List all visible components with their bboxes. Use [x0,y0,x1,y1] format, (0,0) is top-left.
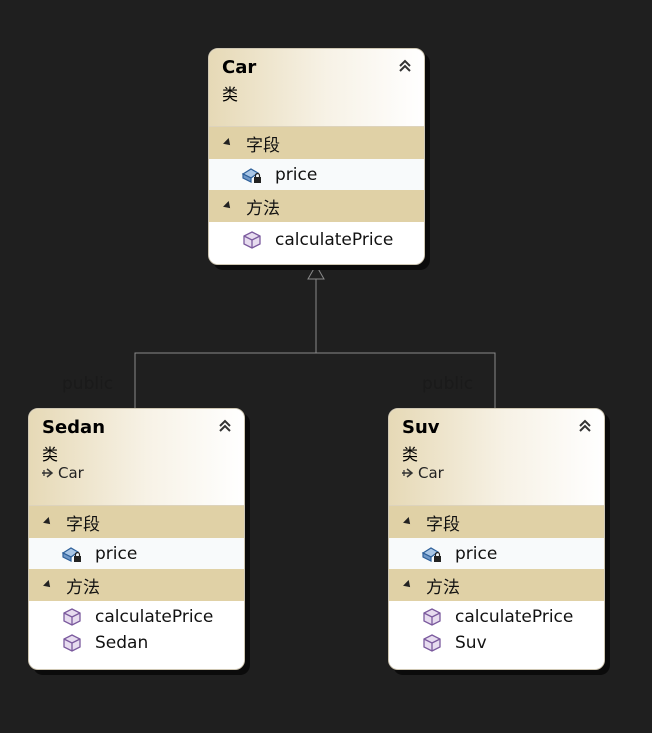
method-name: Sedan [95,633,149,653]
inherits-arrow-icon [42,468,54,478]
field-item[interactable]: price [209,159,424,190]
fields-section-header[interactable]: 字段 [29,506,244,538]
collapse-chevron-icon[interactable] [217,418,233,434]
method-item[interactable]: Sedan [29,630,244,656]
method-cube-icon [243,231,261,249]
field-name: price [455,543,498,564]
section-label: 方法 [246,198,280,219]
section-label: 方法 [426,577,460,598]
collapse-chevron-icon[interactable] [397,58,413,74]
section-label: 字段 [66,514,100,535]
class-box-suv[interactable]: Suv 类 Car 字段 price 方法 [388,408,605,670]
private-field-icon [241,167,261,183]
method-item[interactable]: calculatePrice [389,604,604,630]
expand-triangle-icon [223,201,233,211]
class-name: Sedan [42,417,106,438]
method-cube-icon [423,608,441,626]
method-cube-icon [63,608,81,626]
method-item[interactable]: calculatePrice [29,604,244,630]
method-name: calculatePrice [455,607,574,627]
fields-section-header[interactable]: 字段 [389,506,604,538]
field-item[interactable]: price [389,538,604,569]
methods-section-header[interactable]: 方法 [209,190,424,222]
private-field-icon [61,546,81,562]
collapse-chevron-icon[interactable] [577,418,593,434]
expand-triangle-icon [403,517,413,527]
inheritance-label-sedan: public [62,374,114,394]
expand-triangle-icon [43,580,53,590]
base-class-name: Car [58,464,84,482]
field-item[interactable]: price [29,538,244,569]
class-header: Car 类 [209,49,424,127]
class-header: Suv 类 Car [389,409,604,506]
expand-triangle-icon [43,517,53,527]
method-item[interactable]: calculatePrice [209,225,424,255]
base-class-ref: Car [402,464,444,482]
field-name: price [275,164,318,185]
method-name: calculatePrice [275,230,394,250]
inheritance-label-suv: public [422,374,474,394]
fields-section-header[interactable]: 字段 [209,127,424,159]
methods-section-header[interactable]: 方法 [29,569,244,601]
connector-suv [316,352,496,408]
class-name: Suv [402,417,440,438]
section-label: 字段 [246,135,280,156]
class-header: Sedan 类 Car [29,409,244,506]
inheritance-arrow-icon [307,263,325,280]
base-class-ref: Car [42,464,84,482]
class-box-car[interactable]: Car 类 字段 price 方法 calculatePrice [208,48,425,265]
methods-section-header[interactable]: 方法 [389,569,604,601]
method-cube-icon [423,634,441,652]
inherits-arrow-icon [402,468,414,478]
section-label: 方法 [66,577,100,598]
class-name: Car [222,57,257,78]
private-field-icon [421,546,441,562]
connector-sedan [134,352,316,408]
section-label: 字段 [426,514,460,535]
expand-triangle-icon [223,138,233,148]
class-box-sedan[interactable]: Sedan 类 Car 字段 price 方法 [28,408,245,670]
method-name: calculatePrice [95,607,214,627]
field-name: price [95,543,138,564]
method-item[interactable]: Suv [389,630,604,656]
base-class-name: Car [418,464,444,482]
class-kind: 类 [222,85,239,104]
class-kind: 类 [402,445,419,464]
method-cube-icon [63,634,81,652]
class-kind: 类 [42,445,59,464]
method-name: Suv [455,633,487,653]
expand-triangle-icon [403,580,413,590]
